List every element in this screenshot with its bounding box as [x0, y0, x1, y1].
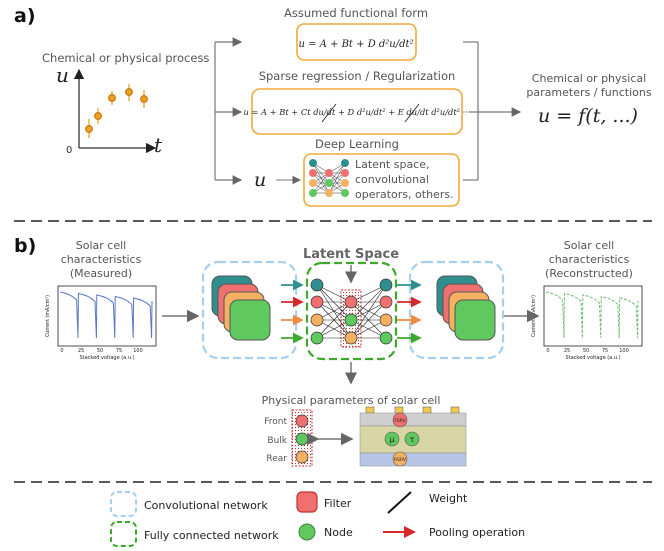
recon-xtick-100: 100	[619, 348, 629, 354]
recon-xtick-50: 50	[583, 348, 589, 354]
legend-node-swatch	[298, 523, 316, 541]
dl-desc-line2: convolutional	[355, 173, 429, 186]
encoder-conv-block	[201, 260, 298, 360]
origin-label: 0	[66, 145, 72, 156]
legend-weight-swatch	[387, 491, 412, 514]
param-rear-node	[295, 450, 309, 464]
params-title: Physical parameters of solar cell	[262, 394, 441, 407]
reconstructed-plot: Current (mA/cm²) Stacked voltage (a.u.) …	[531, 285, 643, 361]
panel-b-label: b)	[14, 235, 36, 257]
device-fsrv-label: FSRV	[394, 418, 406, 424]
dl-desc-line1: Latent space,	[355, 158, 430, 171]
measured-xtick-0: 0	[60, 348, 63, 354]
axis-u-label: u	[56, 63, 69, 87]
split-arrows	[214, 37, 522, 185]
legend-pooling-label: Pooling operation	[429, 526, 525, 539]
method-assumed-box	[296, 23, 417, 61]
device-rsrv-label: RSRV	[394, 457, 407, 463]
latent-space-title: Latent Space	[303, 247, 399, 262]
device-tau-label: τ	[410, 435, 415, 444]
output-title-line2: parameters / functions	[526, 86, 651, 99]
param-bulk-label: Bulk	[267, 436, 287, 446]
measured-xtick-100: 100	[133, 348, 143, 354]
input-title-line3: (Measured)	[70, 267, 132, 280]
process-plot: u t 0	[56, 63, 163, 157]
input-title-line1: Solar cell	[76, 239, 126, 252]
sparse-strikes	[321, 103, 420, 123]
legend-fc-swatch	[110, 521, 137, 547]
device-mu-label: μ	[389, 435, 394, 444]
legend-conv-label: Convolutional network	[144, 499, 268, 512]
legend-weight-label: Weight	[429, 492, 468, 505]
legend-fc-label: Fully connected network	[144, 529, 279, 542]
dl-input-u: u	[254, 169, 266, 191]
fc-network	[310, 278, 393, 345]
output-title-b-line2: characteristics	[549, 253, 630, 266]
param-front-node	[295, 414, 309, 428]
input-title-line2: characteristics	[61, 253, 142, 266]
recon-xlabel: Stacked voltage (a.u.)	[565, 355, 620, 361]
method-dl-title: Deep Learning	[315, 137, 399, 151]
legend-filter-swatch	[296, 491, 318, 513]
output-title-b-line3: (Reconstructed)	[545, 267, 633, 280]
mini-network	[309, 159, 349, 197]
legend-filter-label: Filter	[324, 497, 352, 510]
output-title-line1: Chemical or physical	[532, 72, 646, 85]
method-assumed-equation: u = A + Bt + D d²u/dt²	[298, 39, 413, 50]
decoder-conv-block	[408, 260, 505, 360]
param-front-label: Front	[264, 417, 287, 427]
measured-xtick-25: 25	[78, 348, 84, 354]
measured-ylabel: Current (mA/cm²)	[45, 295, 51, 337]
method-assumed-title: Assumed functional form	[284, 6, 428, 20]
output-title-b-line1: Solar cell	[564, 239, 614, 252]
solar-cell-device: FSRV μ τ RSRV	[359, 406, 467, 467]
method-sparse-title: Sparse regression / Regularization	[259, 69, 456, 83]
measured-xlabel: Stacked voltage (a.u.)	[79, 355, 134, 361]
param-bulk-node	[295, 432, 309, 446]
measured-plot: Current (mA/cm²) Stacked voltage (a.u.) …	[45, 285, 157, 361]
measured-xtick-50: 50	[97, 348, 103, 354]
legend-conv-swatch	[110, 491, 137, 517]
legend: Convolutional network Fully connected ne…	[110, 491, 525, 547]
layer-arrows	[281, 279, 422, 344]
process-title: Chemical or physical process	[42, 51, 209, 65]
recon-xtick-0: 0	[546, 348, 549, 354]
panel-a-label: a)	[14, 5, 36, 27]
output-equation: u = f(t, ...)	[538, 105, 638, 127]
recon-xtick-25: 25	[564, 348, 570, 354]
legend-node-label: Node	[324, 526, 353, 539]
dl-desc-line3: operators, others.	[355, 188, 454, 201]
method-sparse-equation: u = A + Bt + Ct du/dt + D d²u/dt² + E du…	[243, 107, 470, 117]
measured-xtick-75: 75	[116, 348, 122, 354]
method-sparse-box	[251, 88, 463, 135]
axis-t-label: t	[154, 133, 163, 157]
recon-xtick-75: 75	[602, 348, 608, 354]
param-rear-label: Rear	[266, 454, 287, 464]
